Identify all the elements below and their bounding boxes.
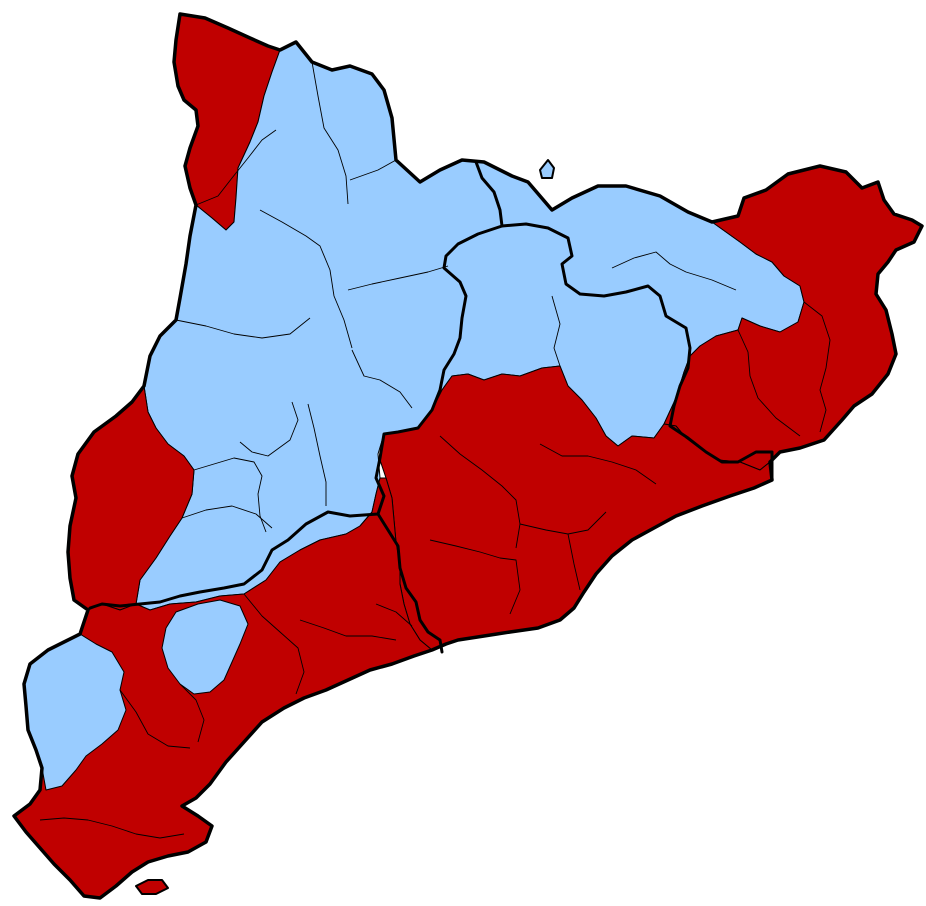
comarca-border [259,209,353,349]
comarca-border [551,295,561,367]
comarca-border [307,403,327,506]
comarca-border [347,265,449,291]
comarca-border [351,349,413,409]
comarca-border [39,817,185,839]
territory-outline [12,12,924,900]
comarca-border [429,539,521,615]
delta-island-outline [135,879,169,895]
comarca-border [539,443,657,485]
comarca-border [611,251,737,291]
comarca-border [349,159,397,181]
comarca-border [193,457,267,533]
province-borders [88,160,774,654]
comarca-border [737,329,801,437]
comarca-border [239,401,299,457]
comarca-border [195,129,277,206]
comarca-borders [39,61,831,839]
comarca-border [179,683,205,743]
region-blue-south-west-b [161,599,249,695]
islet-outline [539,159,555,179]
comarca-border [119,689,191,749]
comarca-border [567,533,581,591]
comarca-border [311,61,349,205]
comarca-border [175,317,311,339]
province-border-barcelona-girona [500,222,774,482]
comarca-border [375,603,413,627]
comarca-border [299,619,397,641]
province-border-lleida-barcelona [88,160,504,610]
comarca-border [243,593,305,695]
comarca-border [803,301,831,433]
province-border-barcelona-tarragona [376,512,444,654]
comarca-border [181,505,273,529]
